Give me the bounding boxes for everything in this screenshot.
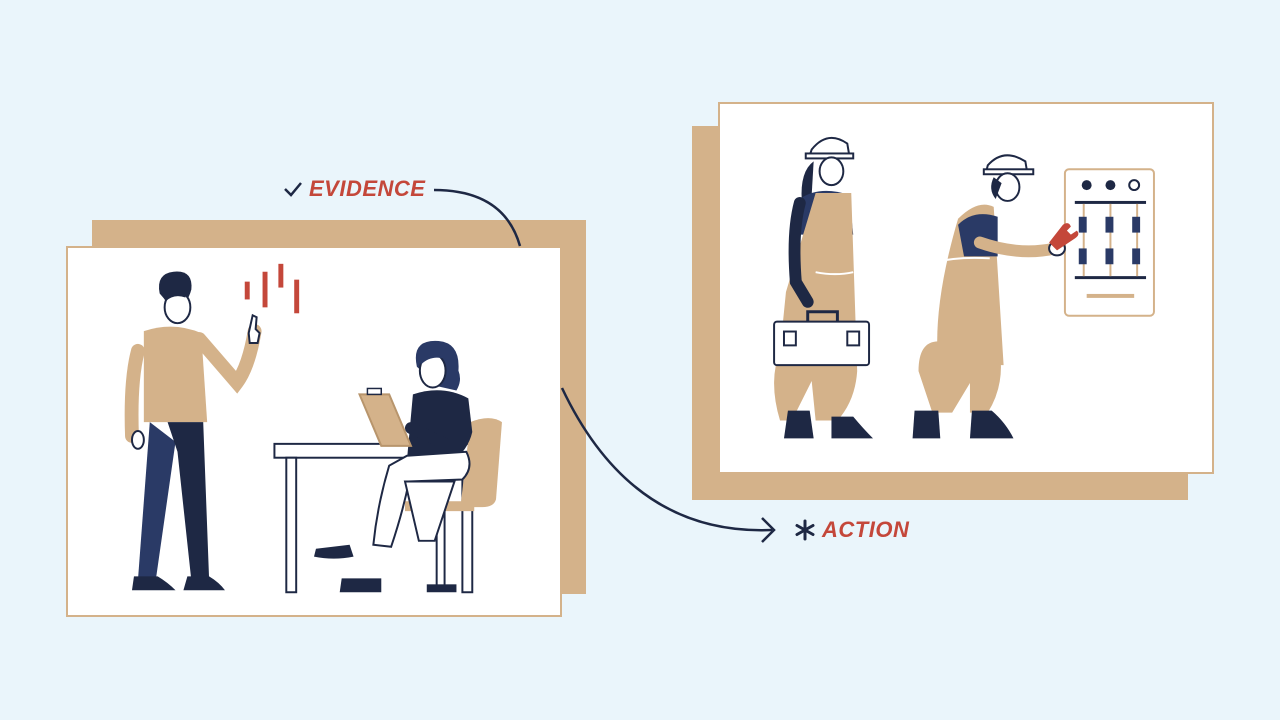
wrench-icon bbox=[1049, 223, 1079, 251]
evidence-illustration bbox=[124, 263, 502, 594]
action-text: ACTION bbox=[822, 517, 910, 542]
action-label: ACTION bbox=[794, 517, 909, 543]
worker-wrench-illustration bbox=[912, 154, 1079, 439]
toolbox-icon bbox=[773, 310, 871, 367]
seated-woman-illustration bbox=[314, 340, 473, 593]
asterisk-icon bbox=[795, 519, 815, 541]
action-illustration bbox=[773, 136, 1155, 439]
checkmark-icon bbox=[284, 182, 302, 197]
evidence-text: EVIDENCE bbox=[309, 176, 426, 201]
evidence-card bbox=[66, 246, 562, 617]
action-card bbox=[718, 102, 1214, 474]
worker-toolbox-illustration bbox=[773, 136, 874, 439]
standing-man-illustration bbox=[124, 263, 300, 591]
evidence-label: EVIDENCE bbox=[283, 176, 425, 202]
arrow-head-icon bbox=[761, 517, 776, 543]
fuse-panel-illustration bbox=[1063, 168, 1155, 317]
